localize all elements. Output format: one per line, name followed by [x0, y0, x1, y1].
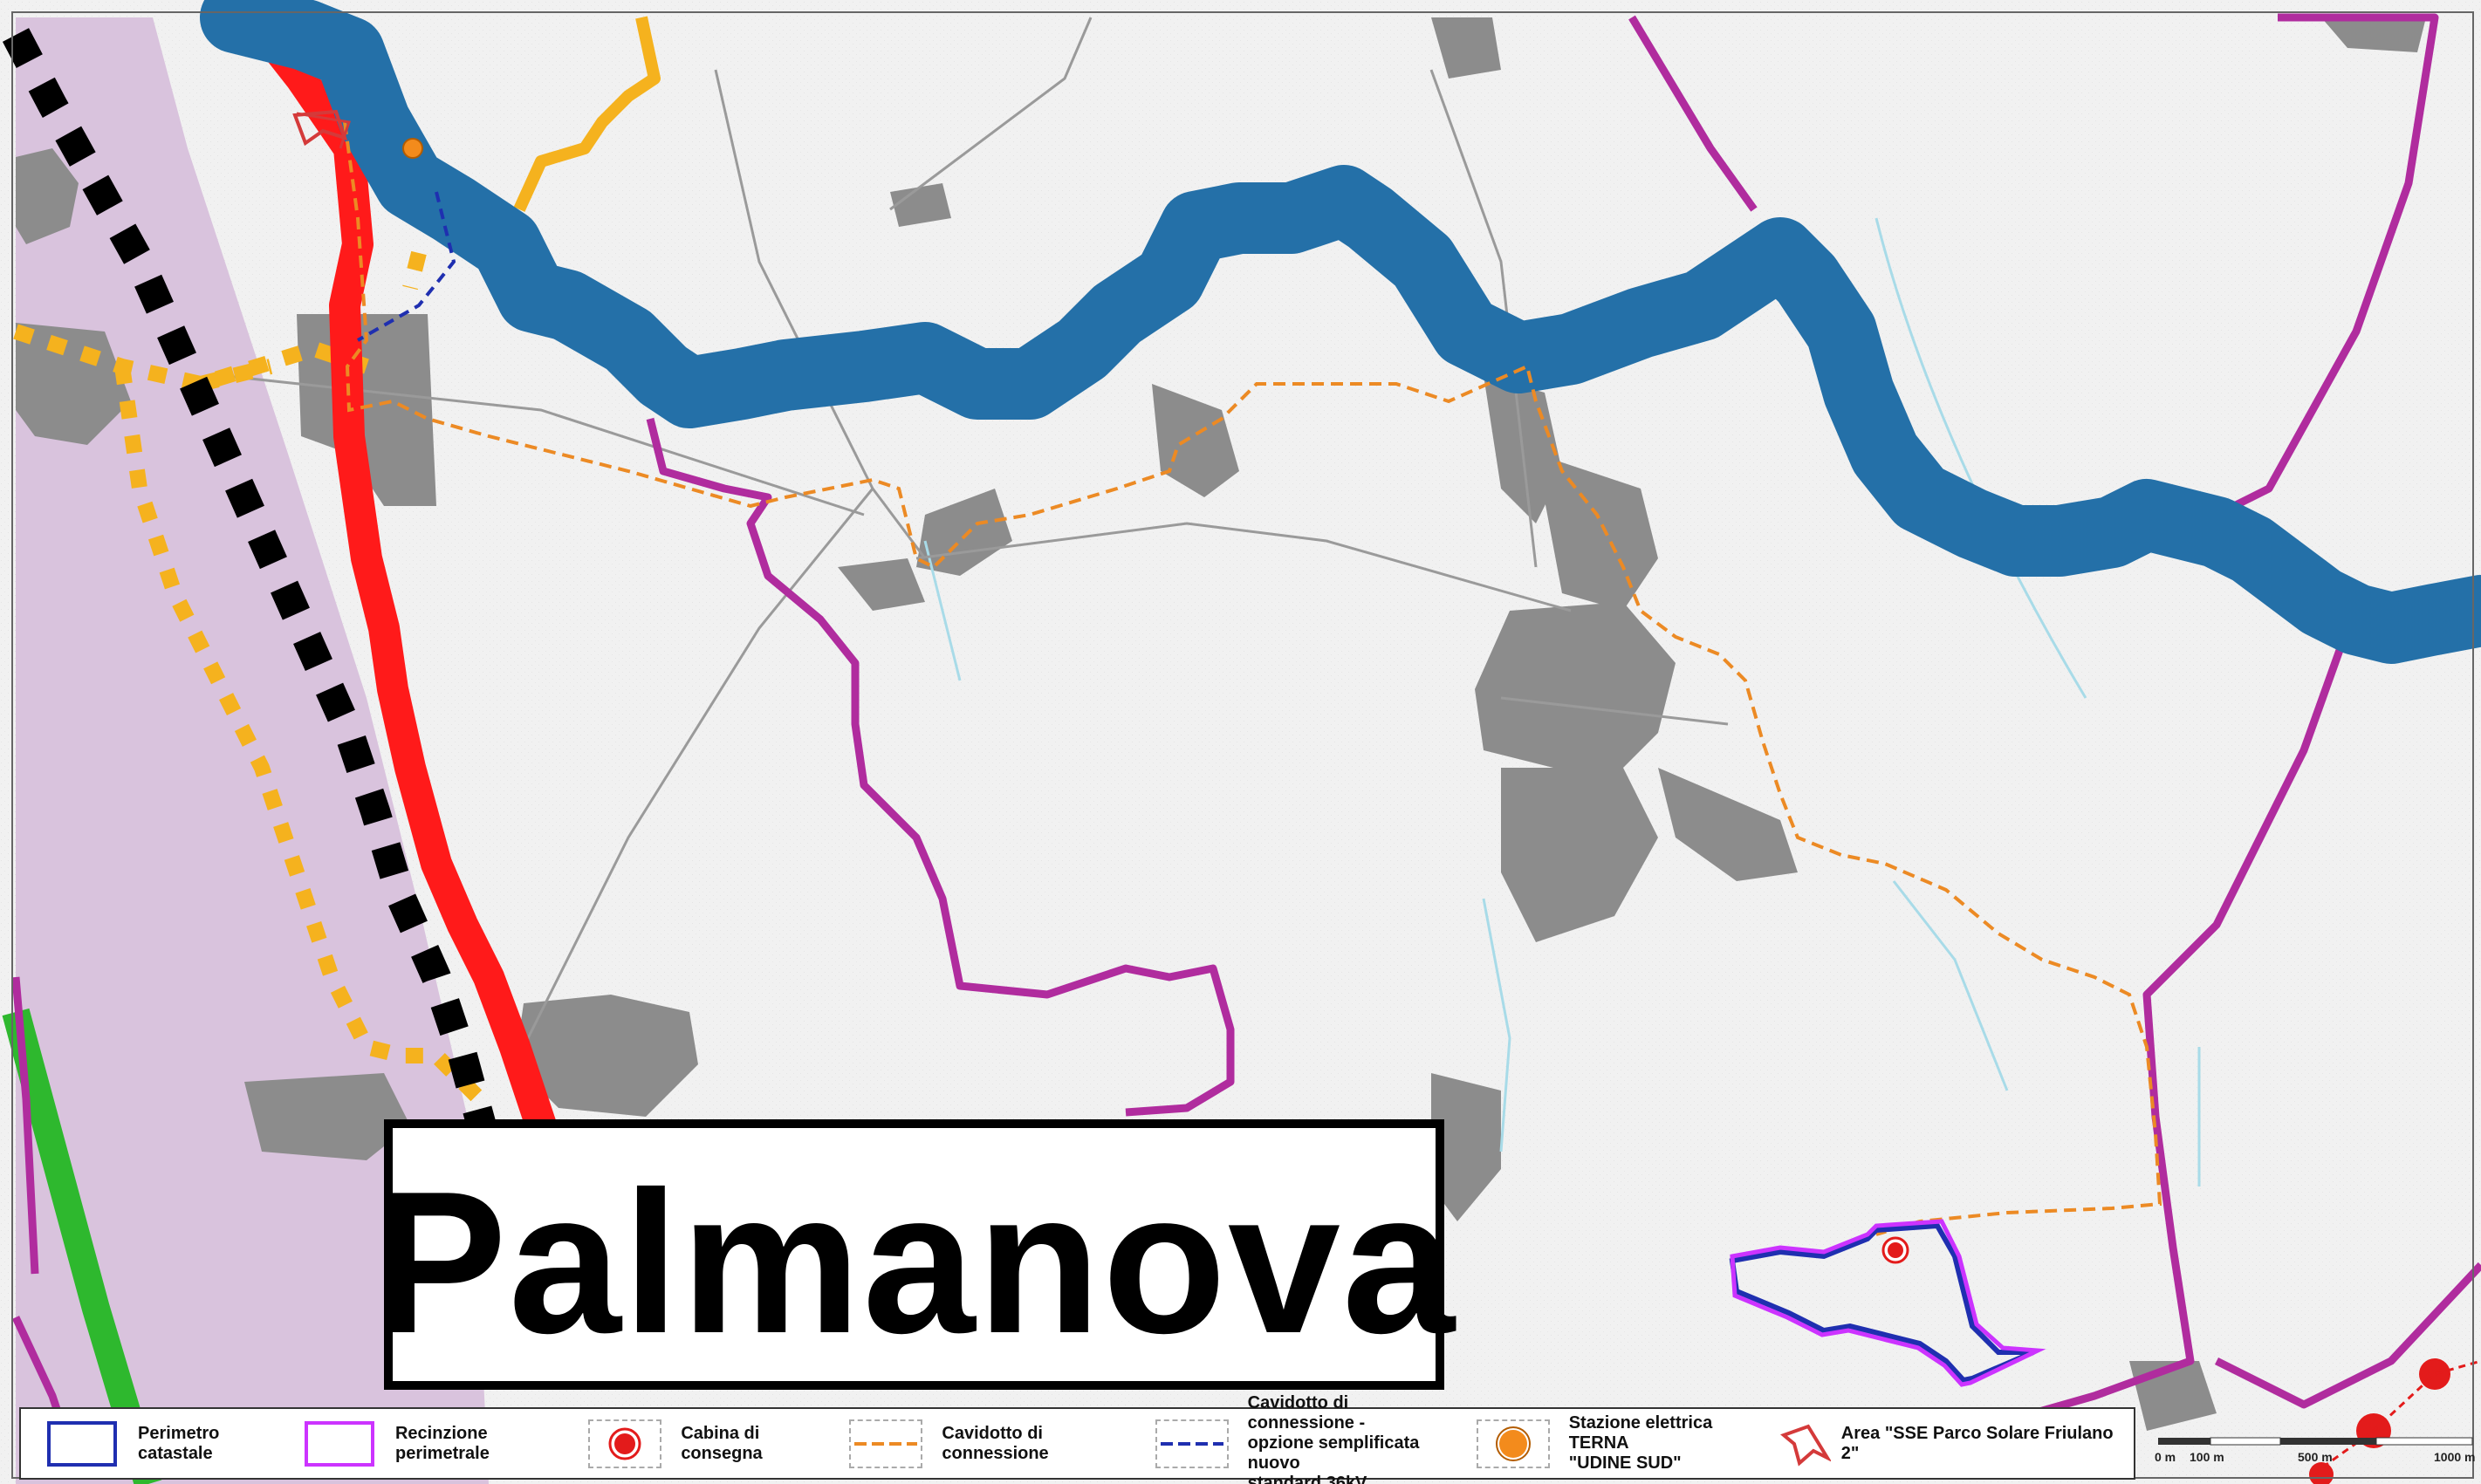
legend-label: Cavidotto di connessione: [942, 1423, 1049, 1463]
scale-bar: 0 m 100 m 500 m 1000 m: [2151, 1431, 2478, 1470]
terna-station-marker[interactable]: [402, 138, 423, 159]
legend-item-terna-station: Stazione elettrica TERNA "UDINE SUD": [1476, 1413, 1759, 1474]
legend-label: Area "SSE Parco Solare Friulano 2": [1840, 1423, 2114, 1463]
secondary-road: [513, 16, 661, 212]
legend-label-line: standard 36kV: [1247, 1474, 1367, 1484]
orange-dot-icon: [1476, 1419, 1550, 1468]
legend-label: Perimetro catastale: [138, 1423, 220, 1463]
connection-cable-stub: [296, 112, 351, 149]
scale-label: 0 m: [2155, 1450, 2176, 1464]
town-label: Palmanova: [371, 1150, 1457, 1376]
legend-item-sse-area: Area "SSE Parco Solare Friulano 2": [1779, 1419, 2114, 1468]
existing-cabins-link: [2312, 1359, 2481, 1476]
connection-cable: [343, 121, 2162, 1236]
river: [200, 0, 2481, 664]
map-legend: Perimetro catastale Recinzione perimetra…: [19, 1393, 2135, 1484]
sse-area-marker[interactable]: [292, 109, 348, 147]
town-label-box: Palmanova: [372, 1119, 1455, 1390]
red-dot-icon: [588, 1419, 662, 1468]
site-fence[interactable]: [1730, 1219, 2046, 1387]
legend-label-line: Cavidotto di connessione -: [1247, 1393, 1366, 1433]
red-outline-shape-icon: [1779, 1419, 1831, 1468]
main-road: [240, 7, 583, 1209]
magenta-rectangle-icon: [303, 1419, 376, 1468]
legend-label: Recinzione perimetrale: [394, 1423, 490, 1463]
canals: [923, 217, 2201, 1187]
blue-dashed-line-icon: [1155, 1419, 1229, 1468]
legend-item-delivery-cabin: Cabina di consegna: [588, 1419, 830, 1468]
legend-label: Cavidotto di connessione - opzione sempl…: [1248, 1393, 1457, 1484]
orange-dashed-line-icon: [849, 1419, 923, 1468]
blue-rectangle-icon: [45, 1419, 119, 1468]
railway: [2, 28, 538, 1253]
scale-label: 1000 m: [2434, 1450, 2476, 1464]
legend-label-line: "UDINE SUD": [1568, 1453, 1682, 1473]
legend-label-line: Stazione elettrica TERNA: [1568, 1413, 1713, 1453]
delivery-cabin-dot: [1888, 1242, 1903, 1258]
legend-label: Cabina di consegna: [681, 1423, 763, 1463]
scale-bar-graphic: [2158, 1437, 2473, 1446]
scale-label: 100 m: [2190, 1450, 2224, 1464]
legend-item-perimeter-fence: Recinzione perimetrale: [303, 1419, 569, 1468]
legend-item-simplified-cable: Cavidotto di connessione - opzione sempl…: [1155, 1393, 1457, 1484]
legend-item-connection-cable: Cavidotto di connessione: [849, 1419, 1135, 1468]
scale-label: 500 m: [2298, 1450, 2333, 1464]
legend-label-line: opzione semplificata nuovo: [1247, 1433, 1420, 1473]
legend-label: Stazione elettrica TERNA "UDINE SUD": [1569, 1413, 1759, 1474]
simplified-cable: [357, 191, 456, 342]
legend-item-cadastral-perimeter: Perimetro catastale: [45, 1419, 284, 1468]
